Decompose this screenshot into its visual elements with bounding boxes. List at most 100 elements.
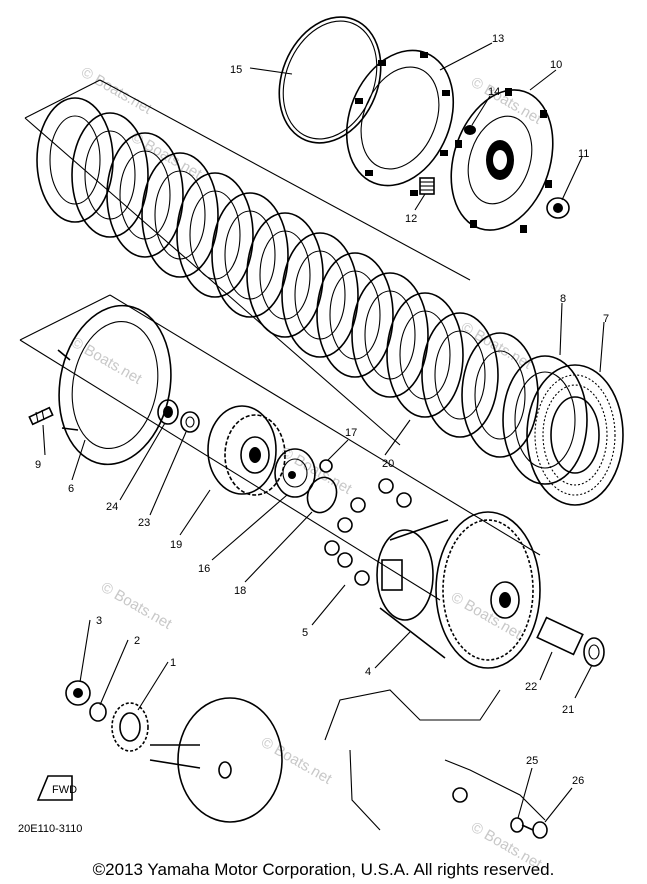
plate-inner — [224, 210, 276, 300]
callout-25: 25 — [526, 755, 538, 767]
stack-frames — [19, 79, 541, 601]
watermark: © Boats.net — [448, 589, 525, 643]
boss-hub-hole — [493, 150, 507, 170]
watermark: © Boats.net — [78, 64, 155, 118]
nut-17 — [319, 459, 333, 473]
plate-inner — [84, 130, 136, 220]
plate — [281, 232, 359, 358]
plate — [351, 272, 429, 398]
plate — [316, 252, 394, 378]
fwd-arrow-icon — [36, 775, 73, 801]
callout-8: 8 — [560, 293, 566, 305]
sleeve-22 — [536, 616, 584, 656]
callout-4: 4 — [365, 666, 371, 678]
plate — [386, 292, 464, 418]
fwd-label: FWD — [52, 784, 77, 796]
plate — [106, 132, 184, 258]
plate-inner — [49, 115, 101, 205]
callout-20: 20 — [382, 458, 394, 470]
circlip-18 — [306, 476, 338, 514]
pressure-plate-tabs — [355, 52, 450, 196]
plate — [176, 172, 254, 298]
callout-12: 12 — [405, 213, 417, 225]
bearing-24 — [157, 399, 179, 425]
copyright-notice: ©2013 Yamaha Motor Corporation, U.S.A. A… — [92, 860, 555, 879]
backing-plate-6 — [57, 304, 172, 466]
callout-16: 16 — [198, 563, 210, 575]
callout-7: 7 — [603, 313, 609, 325]
leader-lines — [42, 42, 605, 823]
plate-inner — [474, 350, 526, 440]
pressure-plate-inner — [360, 66, 440, 170]
watermark: © Boats.net — [278, 444, 355, 498]
callout-9: 9 — [35, 459, 41, 471]
plate-inner — [294, 250, 346, 340]
callout-5: 5 — [302, 627, 308, 639]
clutch-housing-4 — [376, 511, 541, 669]
callout-21: 21 — [562, 704, 574, 716]
callout-17: 17 — [345, 427, 357, 439]
plate — [421, 312, 499, 438]
callout-6: 6 — [68, 483, 74, 495]
watermark: © Boats.net — [258, 734, 335, 788]
watermark: © Boats.net — [68, 334, 145, 388]
steel-plate-8 — [502, 355, 588, 485]
frame-line — [19, 294, 111, 341]
spring-12 — [419, 177, 435, 195]
plate — [141, 152, 219, 278]
callout-14: 14 — [488, 86, 500, 98]
diagram-code: 20E110-3110 — [18, 823, 82, 835]
frame-line — [24, 79, 101, 119]
callout-26: 26 — [572, 775, 584, 787]
callout-24: 24 — [106, 501, 118, 513]
boss-ring — [467, 115, 533, 205]
frame-line — [109, 294, 541, 556]
callout-10: 10 — [550, 59, 562, 71]
plate — [246, 212, 324, 338]
circlip-ring — [278, 16, 382, 144]
plate-stack-20 — [36, 97, 539, 458]
watermark: © Boats.net — [98, 579, 175, 633]
plate — [461, 332, 539, 458]
callout-1: 1 — [170, 657, 176, 669]
frame-line — [24, 117, 401, 446]
plate-inner — [364, 290, 416, 380]
circlip-15 — [278, 16, 382, 144]
plate-inner — [434, 330, 486, 420]
plate-inner — [259, 230, 311, 320]
callout-15: 15 — [230, 64, 242, 76]
gear-19 — [207, 405, 286, 496]
plate-inner — [329, 270, 381, 360]
callout-19: 19 — [170, 539, 182, 551]
circlip-ring-inner — [282, 20, 378, 140]
callouts: 1 2 3 4 5 6 7 8 9 10 11 12 13 14 15 16 1… — [35, 33, 609, 787]
callout-11: 11 — [578, 148, 589, 160]
collar-16 — [274, 448, 316, 498]
frame-line — [99, 79, 471, 281]
fwd-badge: FWD — [36, 775, 77, 801]
plate — [36, 97, 114, 223]
nut-11 — [546, 197, 570, 219]
frame-line — [19, 339, 441, 601]
drive-gear-1 — [111, 702, 149, 752]
callout-23: 23 — [138, 517, 150, 529]
callout-22: 22 — [525, 681, 537, 693]
washer-25 — [510, 817, 524, 833]
plate — [71, 112, 149, 238]
small-bolt-14 — [464, 125, 476, 135]
crank-web — [149, 697, 283, 823]
callout-18: 18 — [234, 585, 246, 597]
clutch-boss-10 — [450, 88, 554, 233]
nut-3 — [65, 680, 91, 706]
crankcase-cover — [324, 689, 546, 831]
watermark: © Boats.net — [468, 74, 545, 128]
bolt-26 — [521, 821, 548, 839]
pin-9 — [28, 406, 54, 426]
plate-inner — [154, 170, 206, 260]
balls-5 — [324, 478, 412, 586]
callout-2: 2 — [134, 635, 140, 647]
plate-inner — [119, 150, 171, 240]
plate-inner — [399, 310, 451, 400]
plate — [211, 192, 289, 318]
